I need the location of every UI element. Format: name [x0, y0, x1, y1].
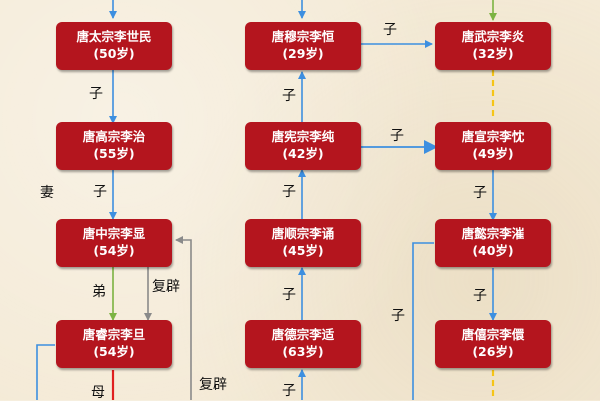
label-son-dezong-shunzong: 子 — [282, 287, 296, 303]
label-son-xianzong-xuanzong: 子 — [390, 128, 404, 144]
node-ruizong: 唐睿宗李旦 (54岁) — [56, 320, 172, 368]
node-name: 唐睿宗李旦 — [82, 327, 146, 342]
node-wuzong: 唐武宗李炎 (32岁) — [435, 22, 551, 70]
label-wife: 妻 — [40, 185, 54, 201]
node-age: (63岁) — [282, 344, 324, 359]
label-son-yizong-branch: 子 — [391, 308, 405, 324]
node-age: (54岁) — [93, 344, 135, 359]
label-restore-2: 复辟 — [199, 377, 227, 393]
line-yizong-branch — [412, 242, 434, 400]
label-son-muzong-wuzong: 子 — [383, 22, 397, 38]
label-son-taizong-gaozong: 子 — [89, 86, 103, 102]
label-son-xuanzong-yizong: 子 — [473, 185, 487, 201]
node-taizong: 唐太宗李世民 (50岁) — [56, 22, 172, 70]
node-zhongzong: 唐中宗李显 (54岁) — [56, 219, 172, 267]
node-shunzong: 唐顺宗李诵 (45岁) — [245, 219, 361, 267]
node-name: 唐顺宗李诵 — [271, 226, 335, 241]
label-younger-brother: 弟 — [92, 284, 106, 300]
line-ruizong-left-blue — [36, 344, 55, 400]
node-age: (29岁) — [282, 46, 324, 61]
node-name: 唐懿宗李漼 — [461, 226, 525, 241]
node-dezong: 唐德宗李适 (63岁) — [245, 320, 361, 368]
node-name: 唐宪宗李纯 — [271, 129, 335, 144]
node-gaozong: 唐高宗李治 (55岁) — [56, 122, 172, 170]
node-name: 唐高宗李治 — [82, 129, 146, 144]
label-son-gaozong-zhongzong: 子 — [93, 184, 107, 200]
node-age: (26岁) — [472, 344, 514, 359]
label-son-shunzong-xianzong: 子 — [282, 184, 296, 200]
node-age: (49岁) — [472, 146, 514, 161]
node-name: 唐武宗李炎 — [461, 29, 525, 44]
node-age: (32岁) — [472, 46, 514, 61]
node-name: 唐宣宗李忱 — [461, 129, 525, 144]
node-name: 唐德宗李适 — [271, 327, 335, 342]
node-age: (54岁) — [93, 243, 135, 258]
label-mother: 母 — [91, 385, 105, 401]
node-xianzong: 唐宪宗李纯 (42岁) — [245, 122, 361, 170]
label-son-into-dezong: 子 — [282, 383, 296, 399]
node-name: 唐僖宗李儇 — [461, 327, 525, 342]
node-age: (40岁) — [472, 243, 514, 258]
node-age: (45岁) — [282, 243, 324, 258]
node-name: 唐中宗李显 — [82, 226, 146, 241]
node-age: (42岁) — [282, 146, 324, 161]
node-muzong: 唐穆宗李恒 (29岁) — [245, 22, 361, 70]
node-xizong: 唐僖宗李儇 (26岁) — [435, 320, 551, 368]
node-age: (50岁) — [93, 46, 135, 61]
node-xuanzong: 唐宣宗李忱 (49岁) — [435, 122, 551, 170]
label-son-xianzong-muzong: 子 — [282, 88, 296, 104]
label-restore-1: 复辟 — [152, 279, 180, 295]
node-name: 唐太宗李世民 — [76, 29, 152, 44]
node-age: (55岁) — [93, 146, 135, 161]
label-son-yizong-xizong: 子 — [473, 288, 487, 304]
arrow-restore-loop — [175, 236, 192, 400]
node-yizong: 唐懿宗李漼 (40岁) — [435, 219, 551, 267]
node-name: 唐穆宗李恒 — [271, 29, 335, 44]
